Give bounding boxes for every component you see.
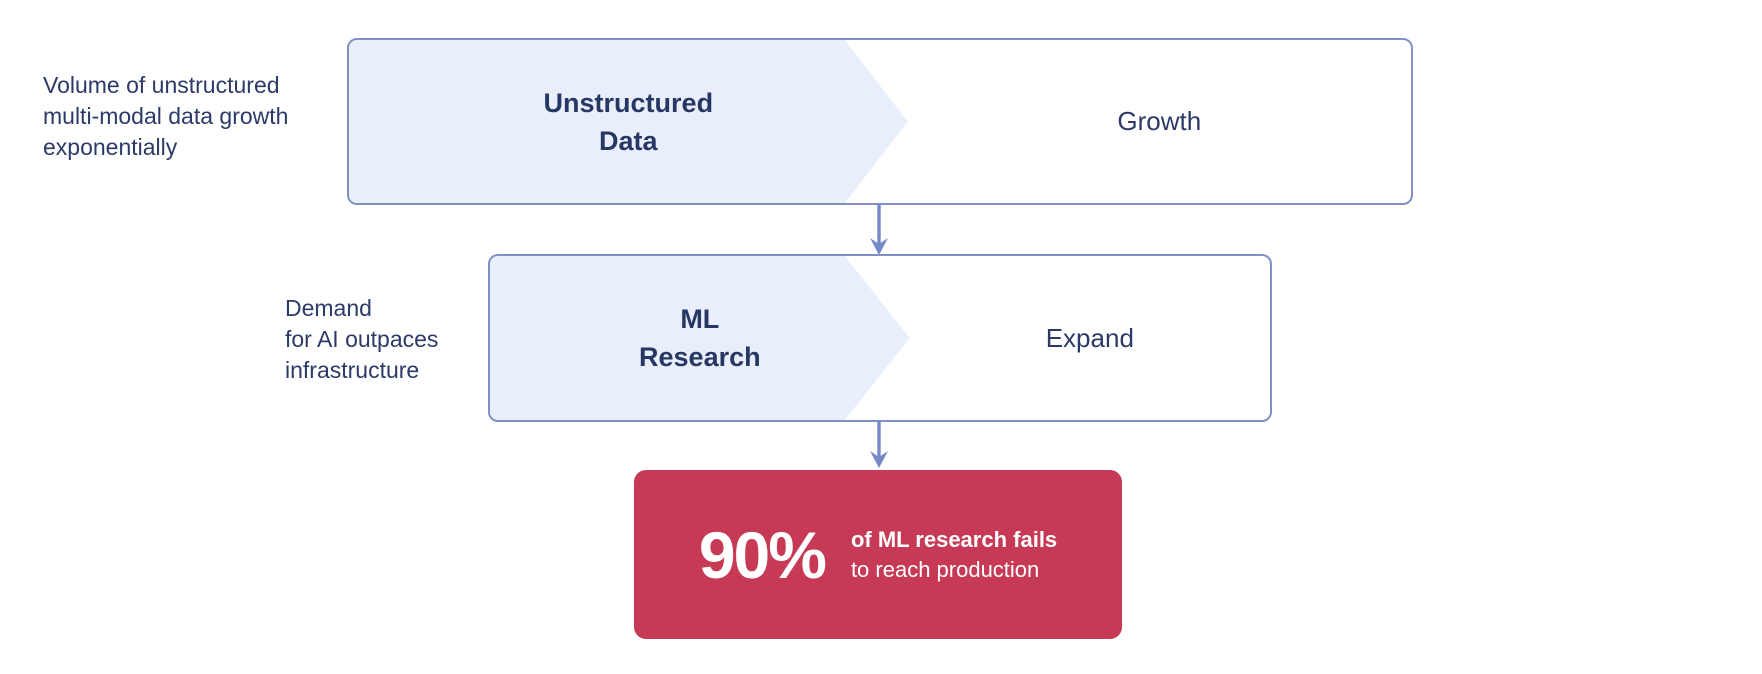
annotation-data-growth: Volume of unstructured multi-modal data … [43,72,289,160]
annotation-ai-demand: Demand for AI outpaces infrastructure [285,295,439,383]
stat-percentage: 90% [698,517,827,592]
flow-box-ml-research: ML Research Expand [488,254,1272,422]
stat-box-ml-failure: 90% of ML research fails to reach produc… [634,470,1122,639]
down-arrow-icon [870,204,888,255]
box-tag-expand: Expand [1045,322,1134,353]
box-tag-growth: Growth [1117,106,1202,136]
flow-box-unstructured-data: Unstructured Data Growth [347,38,1413,205]
chevron-shape [349,40,908,203]
stat-description: of ML research fails to reach production [851,525,1057,585]
box-title-ml-research: ML Research [639,304,761,372]
box-title-unstructured-data: Unstructured Data [543,87,714,156]
chevron-shape [490,256,910,420]
stat-description-line1: of ML research fails [850,526,1058,552]
stat-description-line2: to reach production [850,556,1040,582]
down-arrow-icon [870,421,888,468]
